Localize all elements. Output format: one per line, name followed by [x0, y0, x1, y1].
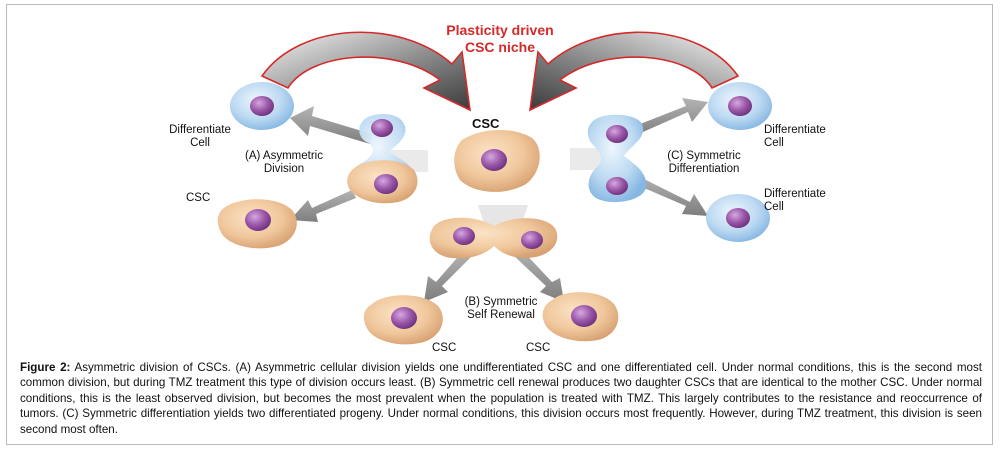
bottom-left-csc-cell: [363, 295, 443, 345]
left-top-differentiated-cell: [230, 82, 294, 130]
right-bottom-label: Differentiate Cell: [764, 188, 826, 213]
asymmetric-division-label: (A) Asymmetric Division: [245, 150, 323, 175]
left-top-label: Differentiate Cell: [169, 124, 231, 149]
curved-arrow-left-icon: [260, 31, 471, 112]
left-bottom-csc-label: CSC: [186, 192, 211, 204]
arrow-left-down-icon: [290, 190, 356, 222]
symmetric-self-renewal-cell: [429, 217, 558, 259]
title-line-2: CSC niche: [464, 39, 535, 55]
title-line-1: Plasticity driven: [446, 22, 554, 38]
arrow-right-up-icon: [630, 98, 708, 136]
symmetric-self-renewal-label: (B) Symmetric Self Renewal: [464, 296, 538, 321]
bottom-right-csc-label: CSC: [526, 342, 551, 354]
symmetric-differentiating-cell: [587, 114, 647, 203]
center-csc-cell: [454, 129, 540, 192]
figure-caption: Figure 2: Asymmetric division of CSCs. (…: [20, 360, 982, 437]
arrow-right-down-icon: [630, 174, 708, 216]
right-top-differentiated-cell: [708, 82, 772, 130]
symmetric-differentiation-label: (C) Symmetric Differentiation: [667, 150, 741, 175]
arrow-bottom-right-icon: [512, 248, 564, 302]
bottom-left-csc-label: CSC: [432, 342, 457, 354]
curved-arrow-right-icon: [529, 31, 740, 112]
arrow-bottom-left-icon: [424, 250, 472, 302]
arrow-left-up-icon: [290, 106, 372, 144]
diagram-title: Plasticity driven CSC niche: [410, 22, 590, 56]
caption-figure-label: Figure 2:: [20, 361, 71, 374]
left-bottom-csc-cell: [217, 199, 297, 249]
right-top-label: Differentiate Cell: [764, 124, 826, 149]
asymmetric-dividing-cell: [347, 114, 418, 204]
right-bottom-differentiated-cell: [706, 194, 770, 242]
bottom-right-csc-cell: [542, 292, 619, 342]
center-csc-label: CSC: [472, 116, 500, 131]
caption-text: Asymmetric division of CSCs. (A) Asymmet…: [20, 361, 982, 436]
